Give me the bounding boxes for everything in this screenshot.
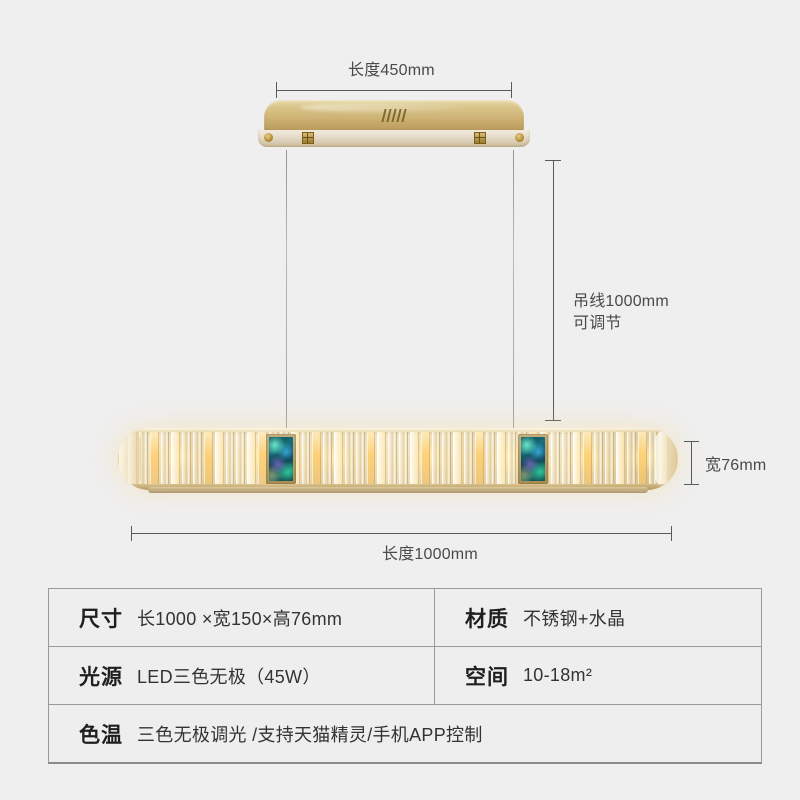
iridescent-accent-panel-left	[266, 434, 296, 484]
ceiling-canopy	[258, 100, 530, 152]
canopy-length-dimension-line	[276, 90, 512, 91]
chandelier-fixture	[118, 428, 678, 490]
drop-height-tick-bottom	[545, 420, 561, 421]
spec-value-material: 不锈钢+水晶	[523, 608, 626, 629]
spec-value-space: 10-18m²	[523, 665, 593, 685]
fixture-width-tick-bottom	[684, 484, 699, 485]
table-row: 光源 LED三色无极（45W） 空间 10-18m²	[49, 647, 761, 705]
spec-value-color-temperature: 三色无极调光 /支持天猫精灵/手机APP控制	[137, 724, 483, 745]
canopy-highlight	[300, 103, 462, 113]
drop-height-dimension-line	[553, 160, 554, 420]
spec-cell-material: 材质 不锈钢+水晶	[435, 589, 761, 646]
accent-panel-texture-right	[521, 437, 545, 481]
suspension-cable-left	[286, 150, 287, 432]
canopy-vent-slots	[381, 109, 407, 122]
canopy-length-tick-right	[511, 82, 512, 98]
spec-key-size: 尺寸	[79, 607, 123, 631]
table-row: 色温 三色无极调光 /支持天猫精灵/手机APP控制	[49, 705, 761, 762]
canopy-body	[264, 100, 524, 134]
spec-key-space: 空间	[465, 665, 509, 689]
drop-height-tick-top	[545, 160, 561, 161]
crystal-rod-array	[128, 432, 669, 484]
iridescent-accent-panel-right	[518, 434, 548, 484]
fixture-width-label: 宽76mm	[705, 457, 767, 474]
fixture-length-label: 长度1000mm	[382, 546, 478, 563]
spec-cell-space: 空间 10-18m²	[435, 647, 761, 704]
fixture-width-tick-top	[684, 441, 699, 442]
spec-value-size: 长1000 ×宽150×高76mm	[137, 608, 343, 629]
canopy-cable-clamp-left	[302, 132, 314, 144]
canopy-cable-clamp-right	[474, 132, 486, 144]
specification-table: 尺寸 长1000 ×宽150×高76mm 材质 不锈钢+水晶 光源 LED三色无…	[48, 588, 762, 764]
canopy-screw-right	[515, 133, 524, 142]
drop-height-label: 吊线1000mm 可调节	[573, 293, 669, 332]
canopy-length-label: 长度450mm	[348, 62, 435, 79]
accent-panel-texture-left	[269, 437, 293, 481]
fixture-length-dimension-line	[131, 533, 672, 534]
fixture-lower-frame	[148, 487, 648, 493]
canopy-length-tick-left	[276, 82, 277, 98]
canopy-mounting-plate	[258, 130, 530, 147]
spec-key-color-temperature: 色温	[79, 723, 123, 747]
suspension-cable-right	[513, 150, 514, 432]
fixture-length-tick-right	[671, 526, 672, 541]
table-row: 尺寸 长1000 ×宽150×高76mm 材质 不锈钢+水晶	[49, 589, 761, 647]
spec-key-light-source: 光源	[79, 665, 123, 689]
spec-value-light-source: LED三色无极（45W）	[137, 666, 321, 687]
canopy-screw-left	[264, 133, 273, 142]
spec-cell-light-source: 光源 LED三色无极（45W）	[49, 647, 435, 704]
spec-cell-size: 尺寸 长1000 ×宽150×高76mm	[49, 589, 435, 646]
fixture-length-tick-left	[131, 526, 132, 541]
spec-cell-color-temperature: 色温 三色无极调光 /支持天猫精灵/手机APP控制	[49, 705, 761, 762]
fixture-width-dimension-line	[691, 441, 692, 485]
spec-key-material: 材质	[465, 607, 509, 631]
